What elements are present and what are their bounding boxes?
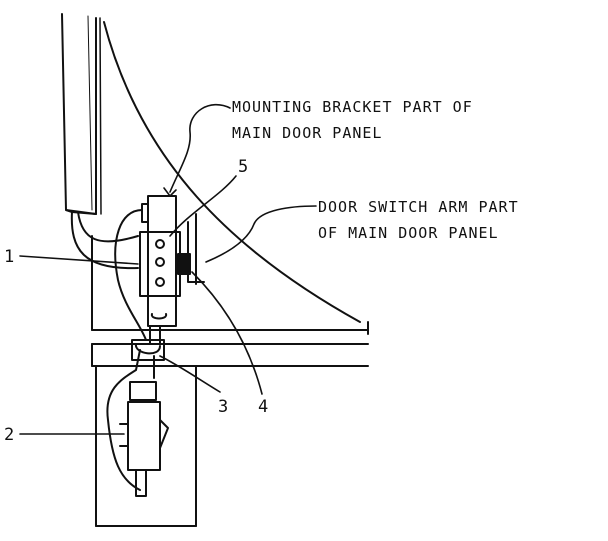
door-switch-body (139, 231, 181, 320)
label-door-switch-line1: DOOR SWITCH ARM PART (318, 198, 519, 216)
mounting-bracket (141, 195, 177, 327)
label-mounting-bracket-line2: MAIN DOOR PANEL (232, 124, 382, 142)
door-panel-edge (61, 13, 102, 215)
callout-2: 2 (4, 425, 14, 445)
callout-4: 4 (258, 397, 268, 417)
lower-panel (95, 365, 197, 527)
label-mounting-bracket-line1: MOUNTING BRACKET PART OF (232, 98, 473, 116)
wiring-harness (70, 209, 161, 491)
label-door-switch-line2: OF MAIN DOOR PANEL (318, 224, 499, 242)
callout-3: 3 (218, 397, 228, 417)
main-door-panel-curve (103, 21, 361, 323)
callout-5: 5 (238, 157, 248, 177)
callout-1: 1 (4, 247, 14, 267)
door-switch-arm (175, 213, 205, 285)
connector (131, 339, 165, 361)
horizontal-frame-rail (91, 343, 369, 367)
lower-switch (119, 381, 169, 497)
leader-lines (19, 103, 317, 435)
upper-cabinet-frame (91, 235, 369, 335)
